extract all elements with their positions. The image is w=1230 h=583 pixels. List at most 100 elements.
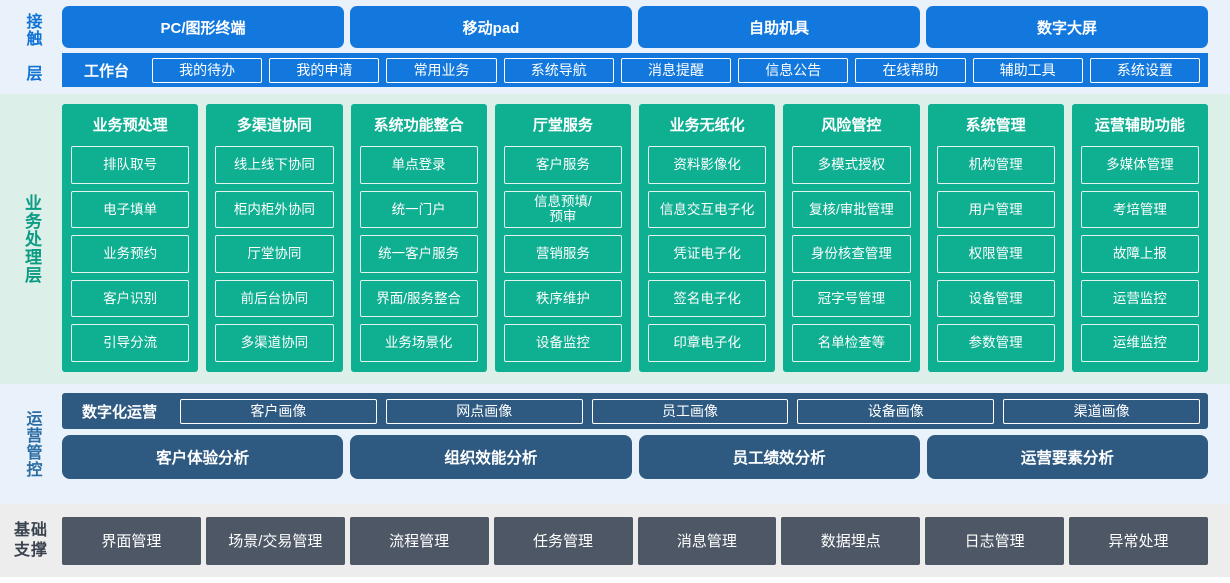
business-item[interactable]: 统一门户 <box>359 190 478 229</box>
business-item[interactable]: 运维监控 <box>1080 324 1199 362</box>
business-item[interactable]: 信息交互电子化 <box>648 190 767 229</box>
business-item[interactable]: 复核/审批管理 <box>792 190 911 229</box>
business-item[interactable]: 线上线下协同 <box>215 146 334 184</box>
business-column: 多渠道协同 线上线下协同 柜内柜外协同 厅堂协同 前后台协同 多渠道协同 <box>206 104 343 372</box>
business-item[interactable]: 多渠道协同 <box>215 324 334 362</box>
workbench-bar: 工作台 我的待办 我的申请 常用业务 系统导航 消息提醒 信息公告 在线帮助 辅… <box>62 53 1208 87</box>
business-item[interactable]: 故障上报 <box>1080 235 1199 273</box>
analysis-item[interactable]: 运营要素分析 <box>926 435 1208 479</box>
workbench-label: 工作台 <box>84 62 130 80</box>
foundation-item[interactable]: 异常处理 <box>1069 516 1208 565</box>
business-item[interactable]: 营销服务 <box>503 235 622 273</box>
business-column: 系统功能整合 单点登录 统一门户 统一客户服务 界面/服务整合 业务场景化 <box>350 104 487 372</box>
menu-item[interactable]: 我的申请 <box>269 57 380 83</box>
channel-box[interactable]: PC/图形终端 <box>62 6 344 48</box>
business-item[interactable]: 印章电子化 <box>648 324 767 362</box>
business-item[interactable]: 设备管理 <box>936 279 1055 318</box>
channel-box[interactable]: 移动pad <box>350 6 632 48</box>
business-column-title: 业务无纸化 <box>669 117 745 134</box>
business-item[interactable]: 引导分流 <box>71 324 190 362</box>
business-item[interactable]: 用户管理 <box>936 190 1055 229</box>
business-item[interactable]: 名单检查等 <box>792 324 911 362</box>
business-item[interactable]: 资料影像化 <box>648 146 767 184</box>
business-column-title: 风险管控 <box>821 117 882 134</box>
business-item[interactable]: 身份核查管理 <box>792 235 911 273</box>
business-item[interactable]: 业务场景化 <box>359 324 478 362</box>
business-item[interactable]: 厅堂协同 <box>215 235 334 273</box>
foundation-layer: 基础 支撑 界面管理 场景/交易管理 流程管理 任务管理 消息管理 数据埋点 日… <box>0 504 1230 577</box>
business-item[interactable]: 设备监控 <box>503 324 622 362</box>
business-item[interactable]: 单点登录 <box>359 146 478 184</box>
business-item[interactable]: 权限管理 <box>936 235 1055 273</box>
business-item[interactable]: 机构管理 <box>936 146 1055 184</box>
operations-layer-label: 运营管控 <box>23 410 41 478</box>
menu-item[interactable]: 在线帮助 <box>855 57 966 83</box>
menu-item[interactable]: 系统导航 <box>503 57 614 83</box>
operations-layer: 运营管控 数字化运营 客户画像 网点画像 员工画像 设备画像 渠道画像 客户体验… <box>0 384 1230 504</box>
business-layer: 业务处理层 业务预处理 排队取号 电子填单 业务预约 客户识别 引导分流 多渠道… <box>0 94 1230 384</box>
portrait-item[interactable]: 渠道画像 <box>1003 398 1200 424</box>
business-column: 厅堂服务 客户服务 信息预填/ 预审 营销服务 秩序维护 设备监控 <box>494 104 631 372</box>
analysis-item[interactable]: 组织效能分析 <box>350 435 632 479</box>
business-layer-body: 业务预处理 排队取号 电子填单 业务预约 客户识别 引导分流 多渠道协同 线上线… <box>62 94 1230 384</box>
business-column: 运营辅助功能 多媒体管理 考培管理 故障上报 运营监控 运维监控 <box>1071 104 1208 372</box>
business-item[interactable]: 界面/服务整合 <box>359 279 478 318</box>
business-item[interactable]: 凭证电子化 <box>648 235 767 273</box>
foundation-item[interactable]: 场景/交易管理 <box>205 516 345 565</box>
menu-item[interactable]: 信息公告 <box>738 57 849 83</box>
business-column-title: 业务预处理 <box>92 117 168 134</box>
foundation-item[interactable]: 消息管理 <box>637 516 777 565</box>
portrait-item[interactable]: 设备画像 <box>797 398 995 424</box>
business-item[interactable]: 排队取号 <box>71 146 190 184</box>
business-column-title: 运营辅助功能 <box>1094 117 1185 134</box>
business-item[interactable]: 前后台协同 <box>215 279 334 318</box>
analysis-item[interactable]: 员工绩效分析 <box>638 435 920 479</box>
portrait-item[interactable]: 客户画像 <box>180 398 377 424</box>
business-column: 业务预处理 排队取号 电子填单 业务预约 客户识别 引导分流 <box>62 104 199 372</box>
foundation-item[interactable]: 界面管理 <box>62 516 201 565</box>
operations-layer-body: 数字化运营 客户画像 网点画像 员工画像 设备画像 渠道画像 客户体验分析 组织… <box>62 384 1230 504</box>
menu-item[interactable]: 系统设置 <box>1089 57 1200 83</box>
business-item[interactable]: 考培管理 <box>1080 190 1199 229</box>
foundation-item[interactable]: 流程管理 <box>349 516 489 565</box>
menu-item[interactable]: 消息提醒 <box>620 57 732 83</box>
analysis-row: 客户体验分析 组织效能分析 员工绩效分析 运营要素分析 <box>62 435 1208 479</box>
foundation-item[interactable]: 数据埋点 <box>781 516 921 565</box>
foundation-row: 界面管理 场景/交易管理 流程管理 任务管理 消息管理 数据埋点 日志管理 异常… <box>62 516 1208 565</box>
menu-item[interactable]: 我的待办 <box>152 57 263 83</box>
business-item[interactable]: 客户服务 <box>503 146 622 184</box>
business-item[interactable]: 冠字号管理 <box>792 279 911 318</box>
business-item[interactable]: 柜内柜外协同 <box>215 190 334 229</box>
portrait-item[interactable]: 员工画像 <box>591 398 789 424</box>
contact-layer: 接触 层 PC/图形终端 移动pad 自助机具 数字大屏 工作台 我的待办 我的… <box>0 0 1230 94</box>
business-item[interactable]: 电子填单 <box>71 190 190 229</box>
channel-row: PC/图形终端 移动pad 自助机具 数字大屏 <box>62 6 1208 48</box>
business-item[interactable]: 秩序维护 <box>503 279 622 318</box>
digital-operations-row: 数字化运营 客户画像 网点画像 员工画像 设备画像 渠道画像 <box>62 393 1208 429</box>
analysis-item[interactable]: 客户体验分析 <box>62 435 344 479</box>
menu-item[interactable]: 辅助工具 <box>972 57 1083 83</box>
channel-box[interactable]: 数字大屏 <box>926 6 1208 48</box>
business-item[interactable]: 多模式授权 <box>792 146 911 184</box>
portrait-item[interactable]: 网点画像 <box>385 398 583 424</box>
business-column-title: 多渠道协同 <box>236 117 312 134</box>
contact-layer-body: PC/图形终端 移动pad 自助机具 数字大屏 工作台 我的待办 我的申请 常用… <box>62 6 1230 88</box>
business-item[interactable]: 运营监控 <box>1080 279 1199 318</box>
business-item[interactable]: 参数管理 <box>936 324 1055 362</box>
business-item[interactable]: 客户识别 <box>71 279 190 318</box>
business-column-title: 系统管理 <box>965 117 1026 134</box>
business-column: 系统管理 机构管理 用户管理 权限管理 设备管理 参数管理 <box>927 104 1064 372</box>
business-column-title: 厅堂服务 <box>532 117 593 134</box>
foundation-item[interactable]: 日志管理 <box>925 516 1065 565</box>
menu-item[interactable]: 常用业务 <box>386 57 497 83</box>
business-item[interactable]: 统一客户服务 <box>359 235 478 273</box>
channel-box[interactable]: 自助机具 <box>638 6 920 48</box>
business-item[interactable]: 多媒体管理 <box>1080 146 1199 184</box>
business-column: 业务无纸化 资料影像化 信息交互电子化 凭证电子化 签名电子化 印章电子化 <box>639 104 776 372</box>
business-item[interactable]: 信息预填/ 预审 <box>503 190 622 229</box>
foundation-item[interactable]: 任务管理 <box>493 516 633 565</box>
business-item[interactable]: 签名电子化 <box>648 279 767 318</box>
business-column-title: 系统功能整合 <box>373 117 464 134</box>
business-item[interactable]: 业务预约 <box>71 235 190 273</box>
